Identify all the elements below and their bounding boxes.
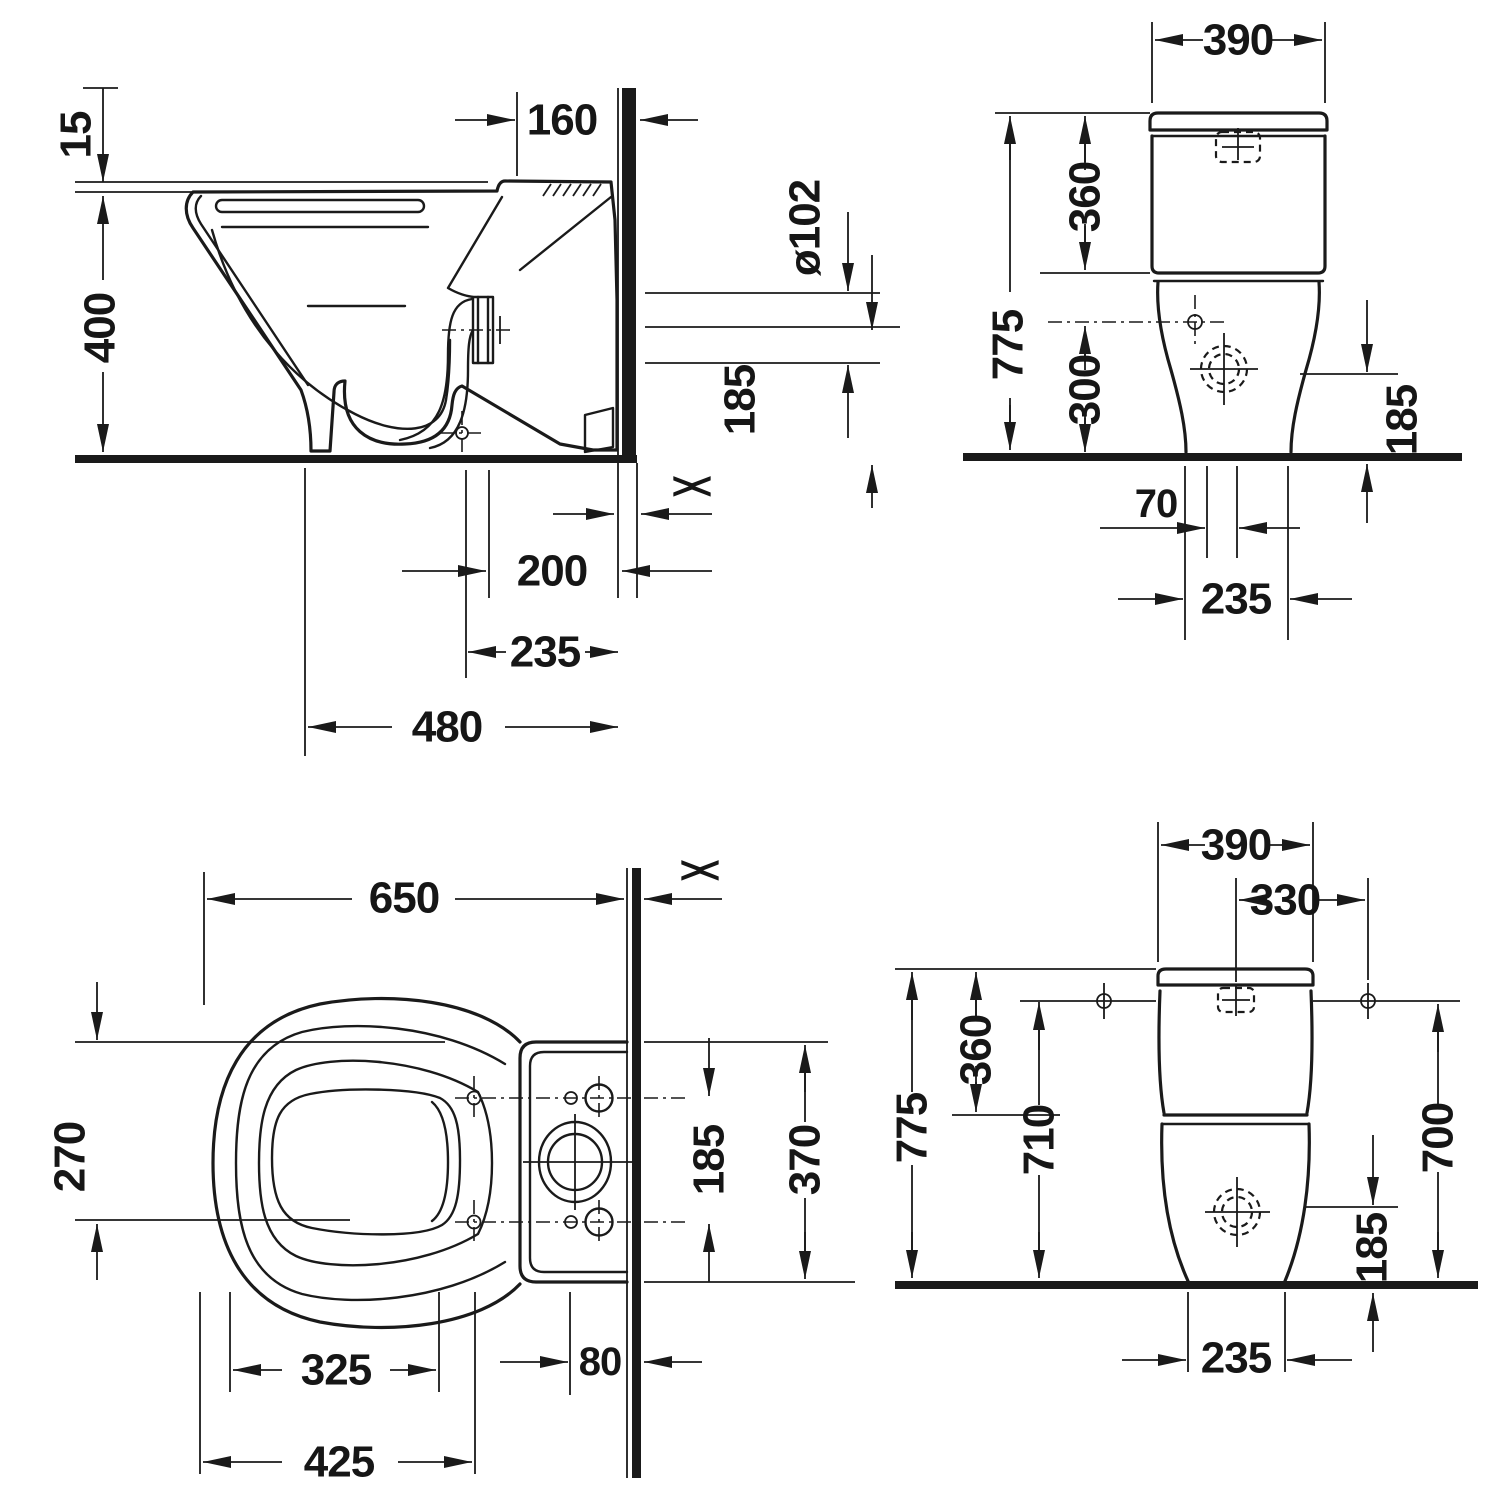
side-bowl-interior: [210, 228, 452, 431]
side-dim-235: 235: [510, 628, 581, 677]
front-dim-775: 775: [984, 309, 1033, 380]
side-dim-200: 200: [517, 547, 587, 596]
front-floor-line: [963, 453, 1462, 461]
rear-toilet-outline: [1020, 967, 1460, 1283]
front-dim-70: 70: [1135, 482, 1178, 526]
plan-bowl-interior: [270, 1088, 462, 1236]
rear-dim-360: 360: [952, 1015, 1001, 1085]
side-section-view: 15 400 160 ø102 185 >< 200 235: [52, 87, 900, 756]
side-dim-102: ø102: [781, 180, 830, 276]
side-toilet-outline: [184, 179, 619, 455]
plan-dim-650: 650: [369, 874, 439, 923]
side-fixing-slot: [583, 406, 615, 454]
plan-seat-opening: [257, 1059, 494, 1267]
front-dim-360: 360: [1061, 162, 1110, 232]
side-dim-480: 480: [412, 703, 482, 752]
rear-dim-185: 185: [1348, 1212, 1397, 1283]
side-dim-185: 185: [716, 364, 765, 435]
rear-view: 390 330 775 360 710 700 185: [888, 821, 1478, 1383]
plan-view: 650 >< 270 185 370 325 425: [46, 850, 855, 1487]
rear-dim-710: 710: [1015, 1105, 1064, 1175]
plan-dim-370: 370: [781, 1125, 830, 1195]
front-dim-390: 390: [1203, 16, 1273, 65]
rear-dim-235: 235: [1201, 1334, 1272, 1383]
plan-wall-line: [632, 868, 641, 1478]
side-dim-15: 15: [52, 111, 101, 158]
side-hatching: [542, 183, 602, 197]
side-dim-160: 160: [527, 96, 597, 145]
front-toilet-outline: [1048, 111, 1329, 454]
front-view: 390 775 360 300 185 70 235: [963, 16, 1462, 640]
front-dim-300: 300: [1061, 355, 1110, 425]
plan-toilet-outline: [211, 996, 688, 1330]
plan-dim-185: 185: [685, 1124, 734, 1195]
side-seat-section: [214, 198, 426, 214]
rear-floor-line: [895, 1281, 1478, 1289]
rear-dim-775: 775: [888, 1092, 937, 1163]
rear-dim-700: 700: [1414, 1103, 1463, 1173]
front-dim-235: 235: [1201, 575, 1272, 624]
plan-adjustable-symbol: ><: [680, 850, 719, 892]
side-dim-400: 400: [76, 293, 125, 363]
front-dim-185: 185: [1378, 384, 1427, 455]
plan-dim-270: 270: [46, 1122, 95, 1192]
plan-dim-325: 325: [301, 1346, 372, 1395]
rear-dim-330: 330: [1250, 876, 1320, 925]
side-wall-line: [622, 88, 636, 463]
plan-dim-425: 425: [304, 1438, 375, 1487]
side-adjustable-symbol: ><: [672, 466, 711, 508]
plan-fixing-plate: [518, 1040, 629, 1284]
rear-dim-390: 390: [1201, 821, 1271, 870]
side-floor-line: [75, 455, 637, 463]
plan-dim-80: 80: [579, 1340, 622, 1384]
